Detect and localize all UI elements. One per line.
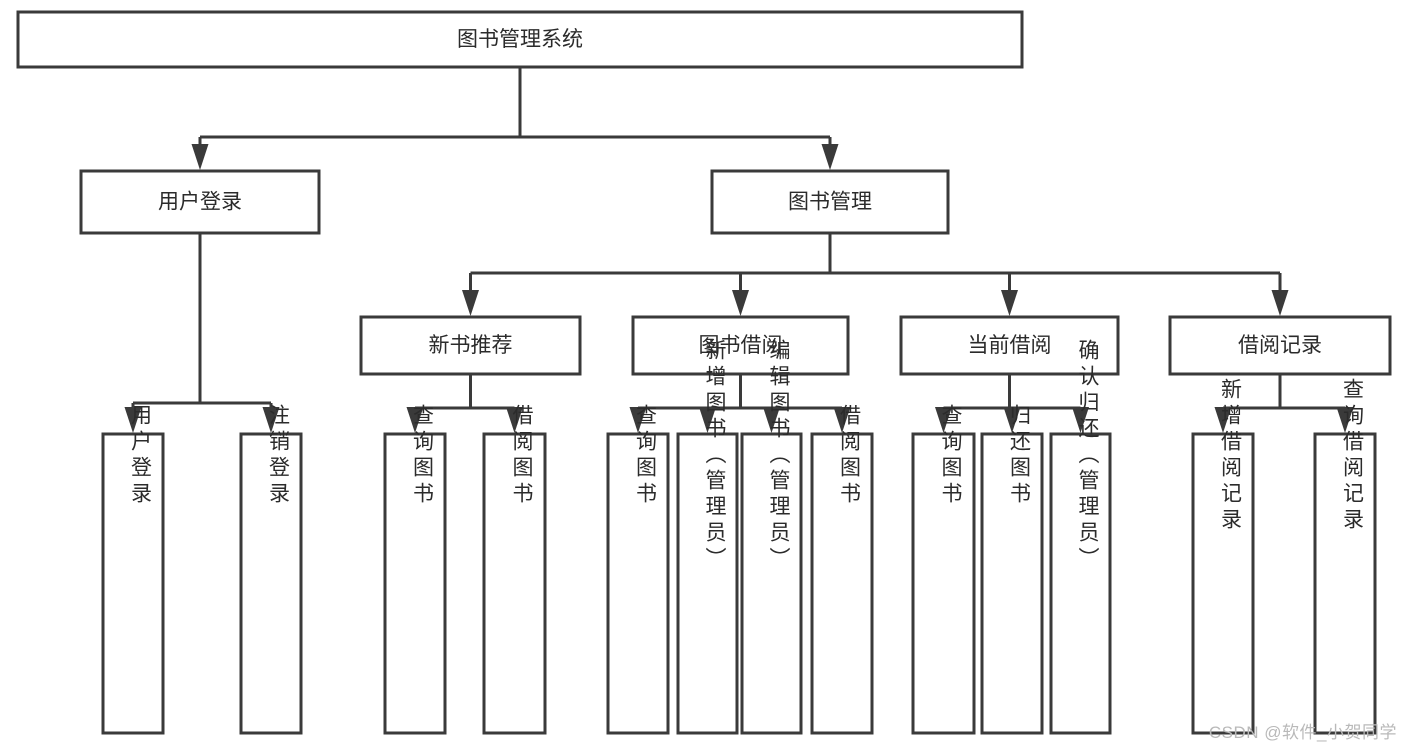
node-label-leaf-borrow-book-2: 借阅图书 — [838, 404, 862, 508]
connector-group-borrow-record — [1214, 374, 1354, 433]
node-leaf-borrow-book-1[interactable]: 借阅图书 — [482, 404, 547, 735]
node-leaf-return-book[interactable]: 归还图书 — [980, 404, 1044, 735]
node-label-book-borrow: 图书借阅 — [699, 334, 783, 357]
connector-group-root — [191, 67, 839, 170]
node-layer: 图书管理系统用户登录图书管理新书推荐图书借阅当前借阅借阅记录用户登录注销登录查询… — [16, 10, 1392, 735]
node-box-leaf-add-book[interactable] — [676, 432, 739, 735]
node-label-leaf-edit-book: 编辑图书（管理员） — [767, 339, 791, 573]
node-borrow-record[interactable]: 借阅记录 — [1168, 315, 1392, 376]
node-box-book-borrow[interactable] — [631, 315, 850, 376]
node-leaf-add-record[interactable]: 新增借阅记录 — [1191, 378, 1255, 735]
node-label-root: 图书管理系统 — [457, 28, 583, 51]
node-box-current-borrow[interactable] — [899, 315, 1120, 376]
node-leaf-edit-book[interactable]: 编辑图书（管理员） — [740, 339, 803, 735]
node-label-leaf-add-record: 新增借阅记录 — [1219, 378, 1243, 534]
node-current-borrow[interactable]: 当前借阅 — [899, 315, 1120, 376]
node-box-leaf-query-book-3[interactable] — [911, 432, 976, 735]
node-box-leaf-borrow-book-1[interactable] — [482, 432, 547, 735]
node-user-login[interactable]: 用户登录 — [79, 169, 321, 235]
node-label-leaf-query-record: 查询借阅记录 — [1341, 378, 1365, 534]
node-label-leaf-return-book: 归还图书 — [1008, 404, 1032, 508]
node-box-leaf-query-record[interactable] — [1313, 432, 1377, 735]
node-box-leaf-return-book[interactable] — [980, 432, 1044, 735]
node-label-leaf-logout: 注销登录 — [267, 404, 291, 508]
node-leaf-logout[interactable]: 注销登录 — [239, 404, 303, 735]
node-label-current-borrow: 当前借阅 — [968, 334, 1052, 357]
connector-group-book-borrow — [629, 374, 851, 433]
connector-group-user-login — [124, 233, 280, 433]
node-label-leaf-query-book-3: 查询图书 — [939, 404, 963, 508]
node-box-borrow-record[interactable] — [1168, 315, 1392, 376]
node-box-leaf-logout[interactable] — [239, 432, 303, 735]
node-leaf-query-book-2[interactable]: 查询图书 — [606, 404, 670, 735]
node-label-leaf-user-login: 用户登录 — [129, 404, 153, 508]
node-box-leaf-user-login[interactable] — [101, 432, 165, 735]
node-leaf-query-book-1[interactable]: 查询图书 — [383, 404, 447, 735]
connector-layer — [124, 67, 1354, 433]
node-leaf-borrow-book-2[interactable]: 借阅图书 — [810, 404, 874, 735]
node-leaf-query-record[interactable]: 查询借阅记录 — [1313, 378, 1377, 735]
node-box-book-manage[interactable] — [710, 169, 950, 235]
node-box-leaf-confirm-return[interactable] — [1049, 432, 1112, 735]
node-label-leaf-borrow-book-1: 借阅图书 — [510, 404, 534, 508]
node-box-leaf-borrow-book-2[interactable] — [810, 432, 874, 735]
node-label-book-manage: 图书管理 — [788, 191, 872, 214]
node-label-borrow-record: 借阅记录 — [1238, 334, 1322, 357]
node-leaf-confirm-return[interactable]: 确认归还（管理员） — [1049, 339, 1112, 735]
connector-group-book-manage — [462, 233, 1289, 316]
node-box-root[interactable] — [16, 10, 1024, 69]
csdn-watermark: CSDN @软件_小贺同学 — [1208, 723, 1397, 742]
node-label-new-book-rec: 新书推荐 — [429, 334, 513, 357]
connector-group-current-borrow — [935, 374, 1089, 433]
node-root[interactable]: 图书管理系统 — [16, 10, 1024, 69]
node-box-leaf-add-record[interactable] — [1191, 432, 1255, 735]
node-leaf-query-book-3[interactable]: 查询图书 — [911, 404, 976, 735]
node-label-leaf-query-book-1: 查询图书 — [411, 404, 435, 508]
node-label-leaf-confirm-return: 确认归还（管理员） — [1076, 339, 1100, 573]
node-box-leaf-edit-book[interactable] — [740, 432, 803, 735]
node-label-leaf-query-book-2: 查询图书 — [634, 404, 658, 508]
node-box-new-book-rec[interactable] — [359, 315, 582, 376]
node-label-leaf-add-book: 新增图书（管理员） — [703, 339, 727, 573]
node-leaf-user-login[interactable]: 用户登录 — [101, 404, 165, 735]
node-leaf-add-book[interactable]: 新增图书（管理员） — [676, 339, 739, 735]
node-label-user-login: 用户登录 — [158, 191, 242, 214]
connector-group-new-book-rec — [406, 374, 523, 433]
node-box-user-login[interactable] — [79, 169, 321, 235]
node-box-leaf-query-book-1[interactable] — [383, 432, 447, 735]
node-book-borrow[interactable]: 图书借阅 — [631, 315, 850, 376]
node-new-book-rec[interactable]: 新书推荐 — [359, 315, 582, 376]
node-book-manage[interactable]: 图书管理 — [710, 169, 950, 235]
node-box-leaf-query-book-2[interactable] — [606, 432, 670, 735]
